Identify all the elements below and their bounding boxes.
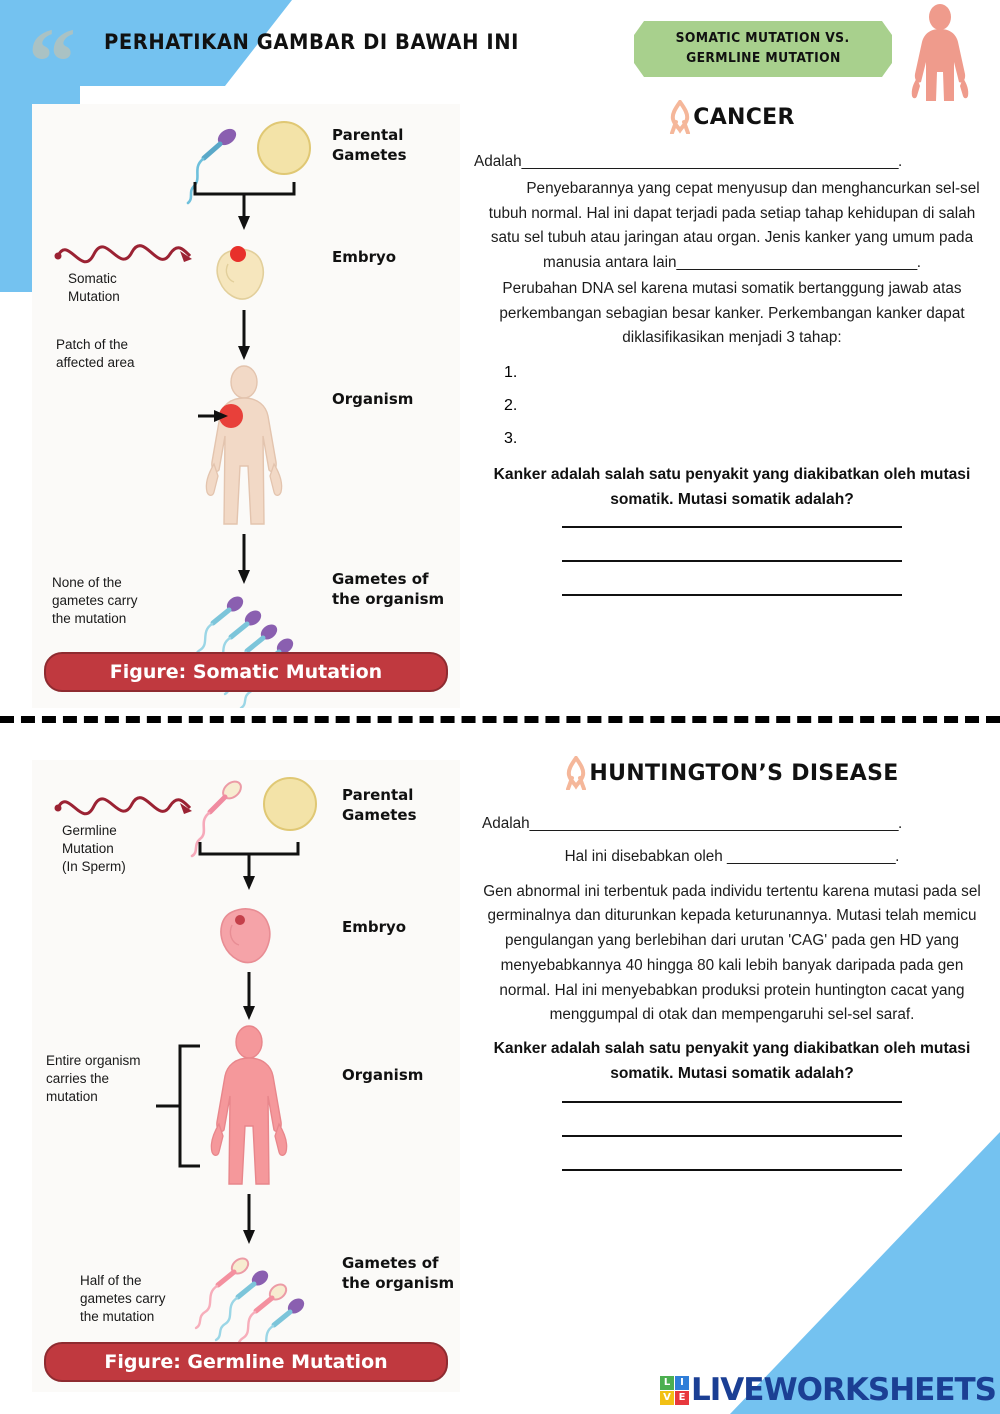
huntington-answer-lines xyxy=(474,1100,990,1171)
figure-caption-germline: Figure: Germline Mutation xyxy=(44,1342,448,1382)
huntington-cause-end: . xyxy=(895,847,900,865)
huntington-lead-label: Adalah xyxy=(482,815,530,832)
cancer-stage-list: 1. 2. 3. xyxy=(474,357,990,455)
list-item[interactable]: 3. xyxy=(504,429,518,447)
logo-tile-v: V xyxy=(660,1390,674,1405)
annotation-patch-affected-area: Patch of the affected area xyxy=(56,337,135,371)
awareness-ribbon-icon xyxy=(566,756,587,790)
topic-badge-line-2: GERMLINE MUTATION xyxy=(685,51,841,66)
stage-label-parental-gametes: Parental Gametes xyxy=(342,786,417,824)
cancer-lead-line: Adalah__________________________________… xyxy=(474,150,990,175)
stage-label-embryo: Embryo xyxy=(342,918,407,936)
egg-cell-icon xyxy=(263,777,317,831)
huntington-cause-label: Hal ini disebabkan oleh xyxy=(564,847,723,865)
sperm-icon xyxy=(190,780,242,858)
huntington-cause-blank[interactable]: _____________________ xyxy=(727,847,896,865)
germline-mutation-diagram xyxy=(54,777,317,1370)
cancer-lead-label: Adalah xyxy=(474,153,522,170)
cancer-body-paragraph: Penyebarannya yang cepat menyusup dan me… xyxy=(474,177,990,276)
stage-label-gametes: Gametes of the organism xyxy=(332,570,445,608)
cancer-answer-lines xyxy=(474,526,990,597)
organism-body-icon xyxy=(210,1025,288,1185)
liveworksheets-logo-tiles: L I V E xyxy=(660,1375,689,1405)
page-title: PERHATIKAN GAMBAR DI BAWAH INI xyxy=(104,30,519,54)
embryo-icon xyxy=(220,908,271,964)
figure-panel-somatic: Parental Gametes Embryo Organism Gametes… xyxy=(32,104,460,710)
cancer-body-text: Penyebarannya yang cepat menyusup dan me… xyxy=(488,179,980,272)
somatic-mutation-diagram xyxy=(54,121,311,710)
huntington-lead-line: Adalah__________________________________… xyxy=(474,812,990,837)
annotation-germline-mutation-in-sperm: Germline Mutation (In Sperm) xyxy=(62,823,126,875)
figure-caption-somatic: Figure: Somatic Mutation xyxy=(44,652,448,692)
topic-badge-line-1: SOMATIC MUTATION VS. xyxy=(676,30,850,46)
germline-mutation-wave-icon xyxy=(54,796,192,816)
annotation-somatic-mutation: Somatic Mutation xyxy=(68,271,120,305)
list-item[interactable]: 1. xyxy=(504,364,518,382)
annotation-entire-organism-carries: Entire organism carries the mutation xyxy=(46,1053,141,1105)
egg-cell-icon xyxy=(257,121,311,175)
answer-line[interactable] xyxy=(562,1134,902,1137)
cancer-body-paragraph-2: Perubahan DNA sel karena mutasi somatik … xyxy=(499,279,965,347)
cancer-title-row: CANCER xyxy=(474,100,990,134)
organism-body-icon xyxy=(205,365,283,525)
huntington-lead-end: . xyxy=(897,815,903,832)
logo-tile-e: E xyxy=(675,1390,689,1405)
stage-label-organism: Organism xyxy=(342,1066,424,1084)
somatic-mutation-wave-icon xyxy=(54,244,192,264)
human-body-icon xyxy=(911,4,969,101)
answer-line[interactable] xyxy=(562,1100,902,1103)
answer-line[interactable] xyxy=(562,560,902,563)
annotation-half-gametes-carry: Half of the gametes carry the mutation xyxy=(80,1273,166,1325)
list-item[interactable]: 2. xyxy=(504,396,518,414)
section-cancer: CANCER Adalah___________________________… xyxy=(474,100,990,628)
annotation-none-gametes-carry: None of the gametes carry the mutation xyxy=(52,575,138,627)
topic-badge: SOMATIC MUTATION VS. GERMLINE MUTATION xyxy=(634,21,892,77)
cancer-title: CANCER xyxy=(693,104,795,130)
quote-mark-icon: “ xyxy=(28,8,76,115)
liveworksheets-logo[interactable]: L I V E LIVEWORKSHEETS xyxy=(660,1372,997,1408)
cancer-question: Kanker adalah salah satu penyakit yang d… xyxy=(493,465,971,508)
answer-line[interactable] xyxy=(562,526,902,529)
liveworksheets-wordmark: LIVEWORKSHEETS xyxy=(691,1372,997,1408)
stage-label-gametes: Gametes of the organism xyxy=(342,1254,455,1292)
huntington-title: HUNTINGTON’S DISEASE xyxy=(589,760,899,786)
cancer-body-end: . xyxy=(916,254,921,272)
gametes-cluster-icon xyxy=(194,1257,305,1370)
cancer-lead-end: . xyxy=(898,153,903,170)
huntington-title-row: HUNTINGTON’S DISEASE xyxy=(474,756,990,790)
stage-label-embryo: Embryo xyxy=(332,248,397,266)
stage-label-parental-gametes: Parental Gametes xyxy=(332,126,407,164)
logo-tile-i: I xyxy=(675,1375,689,1390)
figure-panel-germline: Parental Gametes Embryo Organism Gametes… xyxy=(32,760,460,1392)
section-divider xyxy=(0,716,1000,723)
cancer-body-blank[interactable]: ______________________________ xyxy=(676,254,918,272)
embryo-icon xyxy=(216,246,264,300)
huntington-lead-blank[interactable]: ________________________________________… xyxy=(529,815,899,832)
cancer-lead-blank[interactable]: ________________________________________… xyxy=(521,153,899,170)
answer-line[interactable] xyxy=(562,594,902,597)
stage-label-organism: Organism xyxy=(332,390,414,408)
huntington-body-paragraph: Gen abnormal ini terbentuk pada individu… xyxy=(483,882,981,1024)
section-huntington: HUNTINGTON’S DISEASE Adalah_____________… xyxy=(474,756,990,1203)
huntington-question: Kanker adalah salah satu penyakit yang d… xyxy=(493,1040,971,1083)
huntington-cause-line: Hal ini disebabkan oleh ________________… xyxy=(474,845,990,870)
answer-line[interactable] xyxy=(562,1168,902,1171)
logo-tile-l: L xyxy=(660,1375,674,1390)
awareness-ribbon-icon xyxy=(670,100,691,134)
